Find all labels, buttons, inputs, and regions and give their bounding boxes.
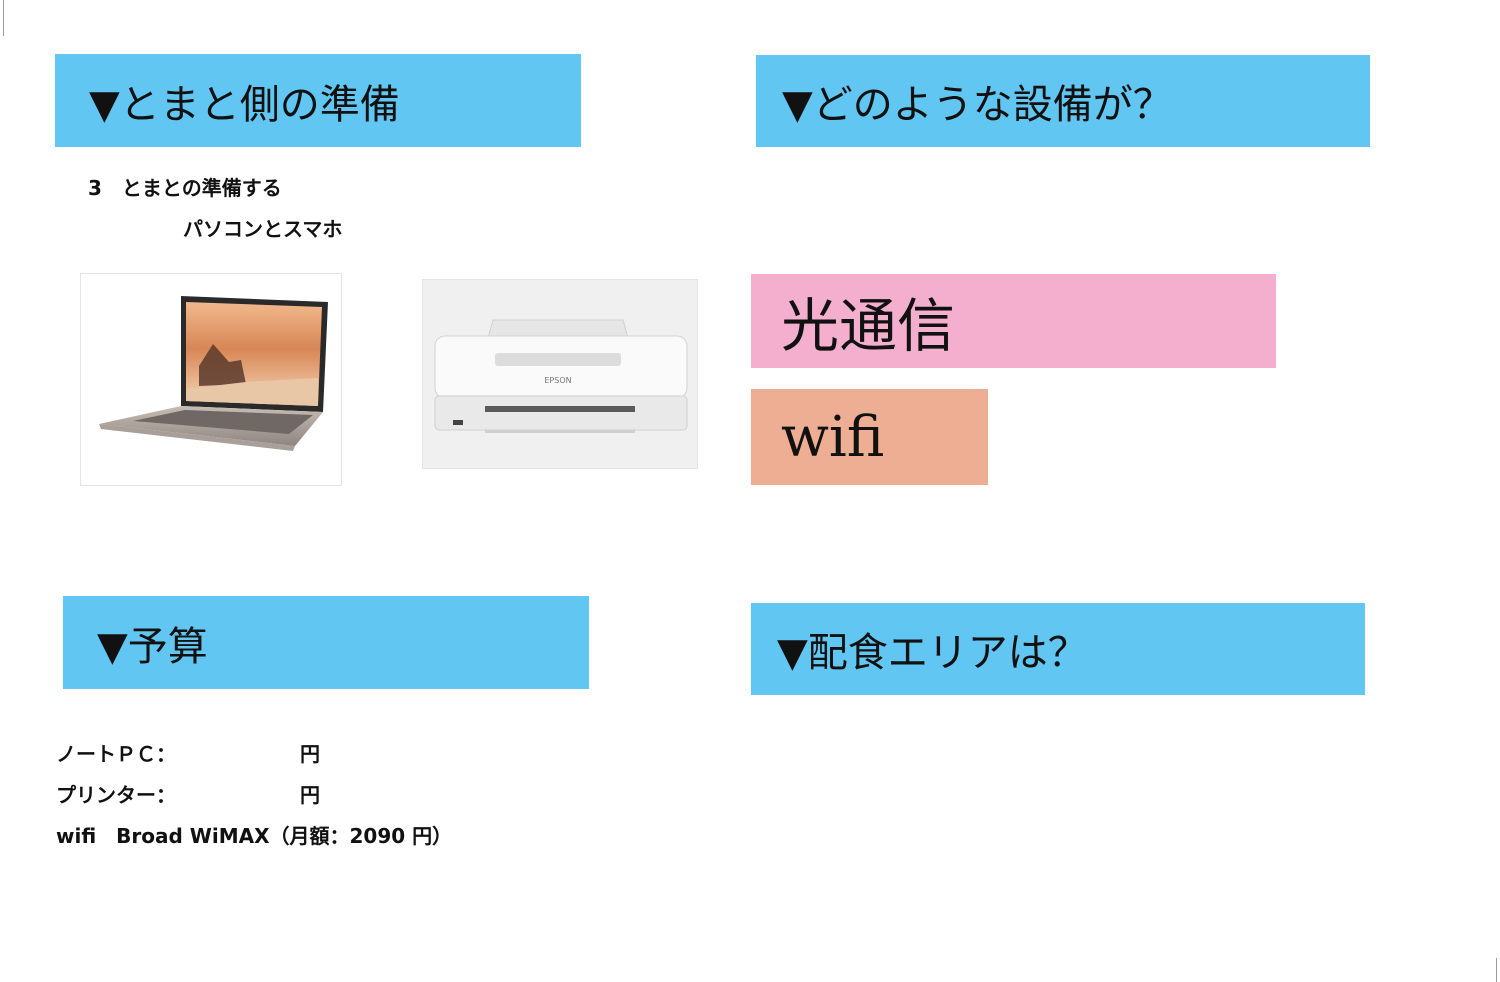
section-header-label: ▼予算: [97, 623, 208, 670]
budget-row-wifi: wifi Broad WiMAX（月額：2090 円）: [56, 824, 453, 848]
tag-fiber-optic: 光通信: [751, 274, 1276, 368]
laptop-icon: [99, 296, 328, 451]
section-header-tomato-preparation: ▼とまと側の準備: [55, 54, 581, 147]
tag-fiber-label: 光通信: [781, 292, 956, 360]
section-header-label: ▼とまと側の準備: [89, 81, 400, 128]
page-edge-mark-top: [3, 0, 4, 36]
prep-subitem: パソコンとスマホ: [183, 217, 343, 241]
budget-row-laptop-label: ノートＰＣ：: [56, 742, 176, 766]
budget-row-printer-unit: 円: [300, 783, 320, 807]
prep-item: 3 とまとの準備する: [88, 176, 282, 200]
section-header-label: ▼どのような設備が？: [782, 82, 1173, 128]
section-header-delivery-area: ▼配食エリアは？: [751, 603, 1365, 695]
section-header-budget: ▼予算: [63, 596, 589, 689]
budget-row-laptop-unit: 円: [300, 742, 320, 766]
section-header-equipment: ▼どのような設備が？: [756, 55, 1370, 147]
tag-wifi-label: wifi: [781, 404, 885, 470]
printer-photo: EPSON: [422, 279, 698, 469]
page-edge-mark-bottom: [1496, 958, 1497, 982]
laptop-photo: [80, 273, 342, 486]
tag-wifi: wifi: [751, 389, 988, 485]
budget-row-printer-label: プリンター：: [56, 783, 176, 807]
section-header-label: ▼配食エリアは？: [777, 630, 1088, 676]
printer-brand: EPSON: [544, 376, 571, 385]
printer-icon: EPSON: [423, 280, 697, 468]
